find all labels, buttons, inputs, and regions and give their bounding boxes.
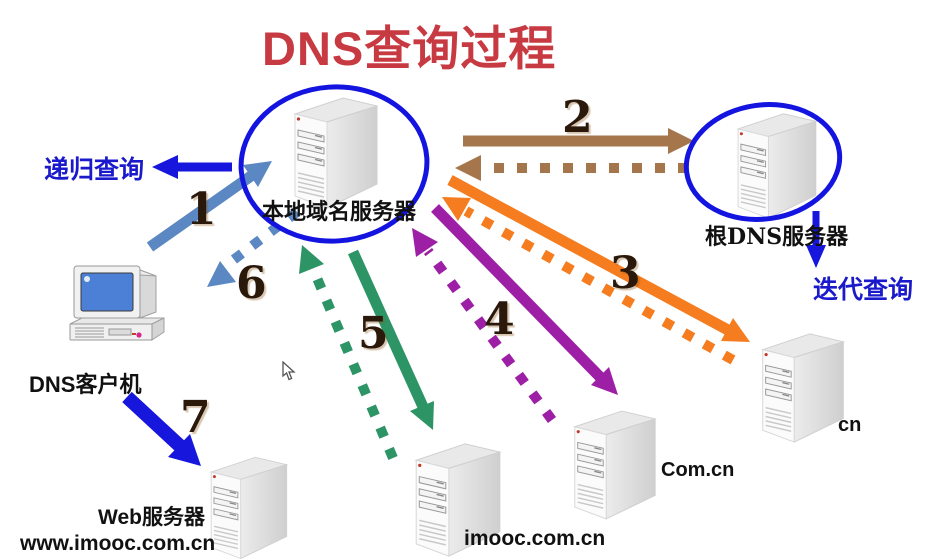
com-cn-server-label: Com.cn	[661, 459, 735, 481]
root-dns-label: 根DNS服务器	[705, 224, 849, 250]
arrow-step5-response	[299, 245, 398, 460]
arrow-step2-query	[463, 128, 694, 154]
arrow-step4-query	[431, 204, 618, 395]
recursive-query-label: 递归查询	[44, 155, 145, 184]
imooc-server-label: imooc.com.cn	[464, 527, 606, 550]
iterative-query-arrow	[806, 211, 826, 268]
arrow-step3-response	[442, 197, 736, 365]
arrow-step2-response	[455, 155, 688, 181]
step-number-2: 2	[562, 92, 593, 143]
local-dns-ellipse	[238, 84, 430, 244]
arrow-step5-query	[347, 249, 434, 430]
web-server-label: Web服务器 www.imooc.com.cn	[20, 505, 216, 557]
iterative-query-label: 迭代查询	[813, 275, 914, 304]
cn-server-label: cn	[838, 414, 862, 436]
local-dns-label: 本地域名服务器	[262, 199, 417, 225]
arrow-step7-connect	[122, 391, 201, 466]
step-number-5: 5	[358, 308, 389, 359]
dns-client-label: DNS客户机	[29, 372, 142, 397]
arrow-step3-query	[447, 175, 750, 342]
step-number-4: 4	[484, 294, 515, 345]
page-title: DNS查询过程	[262, 22, 557, 75]
web-server-label-line2: www.imooc.com.cn	[20, 532, 216, 555]
step-number-6: 6	[236, 258, 267, 309]
step-number-1: 1	[186, 184, 217, 235]
arrow-step1-query	[146, 161, 272, 252]
step-number-7: 7	[180, 392, 211, 443]
arrow-step4-response	[412, 228, 557, 423]
dns-client-computer-icon	[60, 262, 170, 346]
mouse-cursor	[282, 361, 297, 382]
recursive-query-arrow	[152, 155, 232, 179]
arrow-step6-response	[207, 208, 301, 287]
step-number-3: 3	[610, 248, 641, 299]
root-dns-ellipse	[683, 102, 843, 222]
web-server-label-line1: Web服务器	[98, 506, 205, 529]
